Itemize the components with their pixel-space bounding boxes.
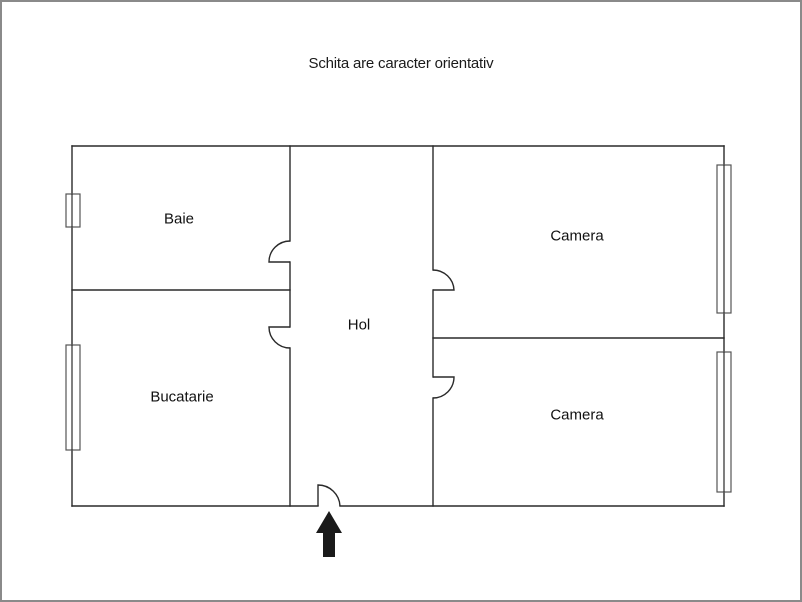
door-swing-icon [432, 269, 455, 291]
door-swing-icon [317, 484, 341, 507]
outer-walls [71, 145, 725, 507]
door-swing-icon [268, 326, 291, 349]
window-icon [65, 344, 81, 451]
room-label-camera-1: Camera [550, 227, 604, 245]
entrance-arrow-icon [316, 511, 342, 557]
disclaimer-caption: Schita are caracter orientativ [308, 55, 494, 72]
room-label-hol: Hol [347, 316, 371, 334]
door-swing-icon [268, 240, 291, 263]
room-label-bucatarie: Bucatarie [150, 388, 214, 406]
window-icon [65, 193, 81, 228]
room-label-camera-2: Camera [550, 406, 604, 424]
room-label-baie: Baie [163, 210, 195, 228]
door-swing-icon [432, 376, 455, 399]
